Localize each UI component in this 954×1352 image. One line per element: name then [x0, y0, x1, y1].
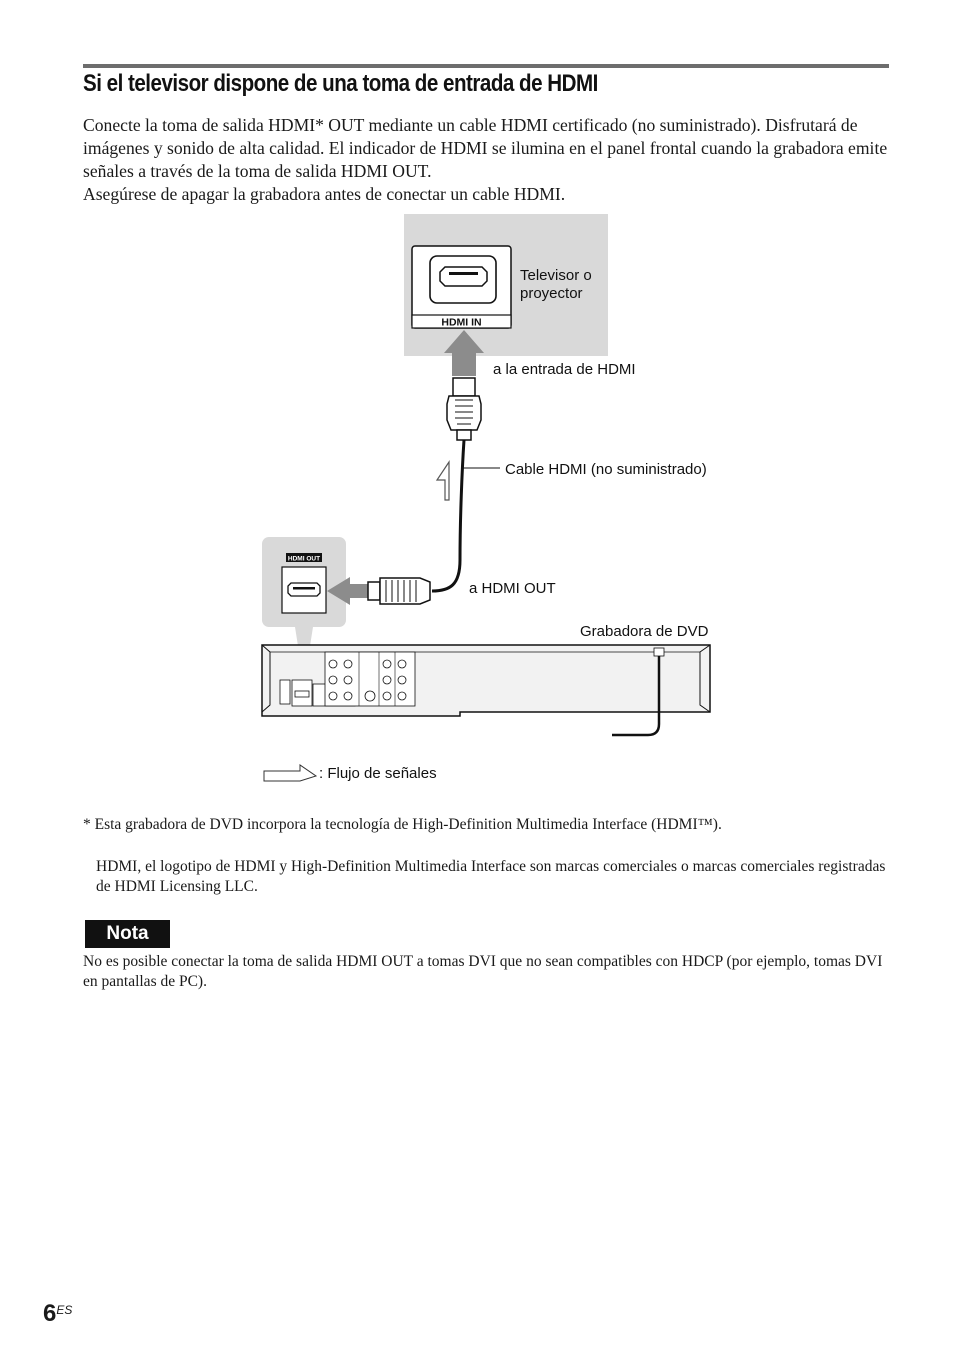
dvd-recorder [261, 644, 711, 737]
legend-arrow-icon [263, 764, 318, 782]
signal-arrow-from-recorder [327, 577, 370, 605]
note-badge: Nota [85, 920, 170, 948]
note-text: No es posible conectar la toma de salida… [83, 953, 883, 990]
footnote-hdmi: * Esta grabadora de DVD incorpora la tec… [83, 816, 722, 833]
page-language-suffix: ES [56, 1303, 73, 1317]
cable-label: Cable HDMI (no suministrado) [505, 461, 707, 478]
connection-diagram: HDMI IN Televisor o proyector a la entra… [261, 214, 711, 782]
intro-text: Conecte la toma de salida HDMI* OUT medi… [83, 114, 903, 206]
tv-label-line1: Televisor o [520, 267, 592, 284]
recorder-port-label: HDMI OUT [288, 556, 320, 563]
signal-arrow-to-tv [444, 330, 484, 376]
tv-port-label: HDMI IN [441, 317, 481, 329]
page-number: 6ES [43, 1300, 72, 1328]
legend-label: : Flujo de señales [319, 765, 437, 782]
recorder-side-plug [367, 577, 431, 605]
footnotes: * Esta grabadora de DVD incorpora la tec… [83, 815, 893, 897]
flow-arrow-icon [435, 460, 450, 501]
tv-side-plug [446, 377, 482, 441]
intro-paragraph: Conecte la toma de salida HDMI* OUT medi… [83, 115, 888, 181]
tv-hdmi-port-icon [439, 266, 488, 287]
intro-paragraph: Asegúrese de apagar la grabadora antes d… [83, 184, 566, 204]
heading-rule [83, 64, 889, 68]
page-title: Si el televisor dispone de una toma de e… [83, 70, 598, 97]
recorder-label: Grabadora de DVD [580, 623, 709, 640]
recorder-port-label-box [286, 553, 322, 562]
hdmi-cable [431, 439, 466, 593]
page-number-value: 6 [43, 1300, 57, 1327]
to-hdmi-out-label: a HDMI OUT [469, 580, 556, 597]
tv-label-line2: proyector [520, 285, 583, 302]
recorder-hdmi-pins [293, 587, 315, 590]
to-hdmi-input-label: a la entrada de HDMI [493, 361, 636, 378]
tv-port-label-box [411, 314, 512, 329]
tv-hdmi-pins [449, 272, 478, 275]
footnote-trademark: HDMI, el logotipo de HDMI y High-Definit… [96, 858, 886, 895]
